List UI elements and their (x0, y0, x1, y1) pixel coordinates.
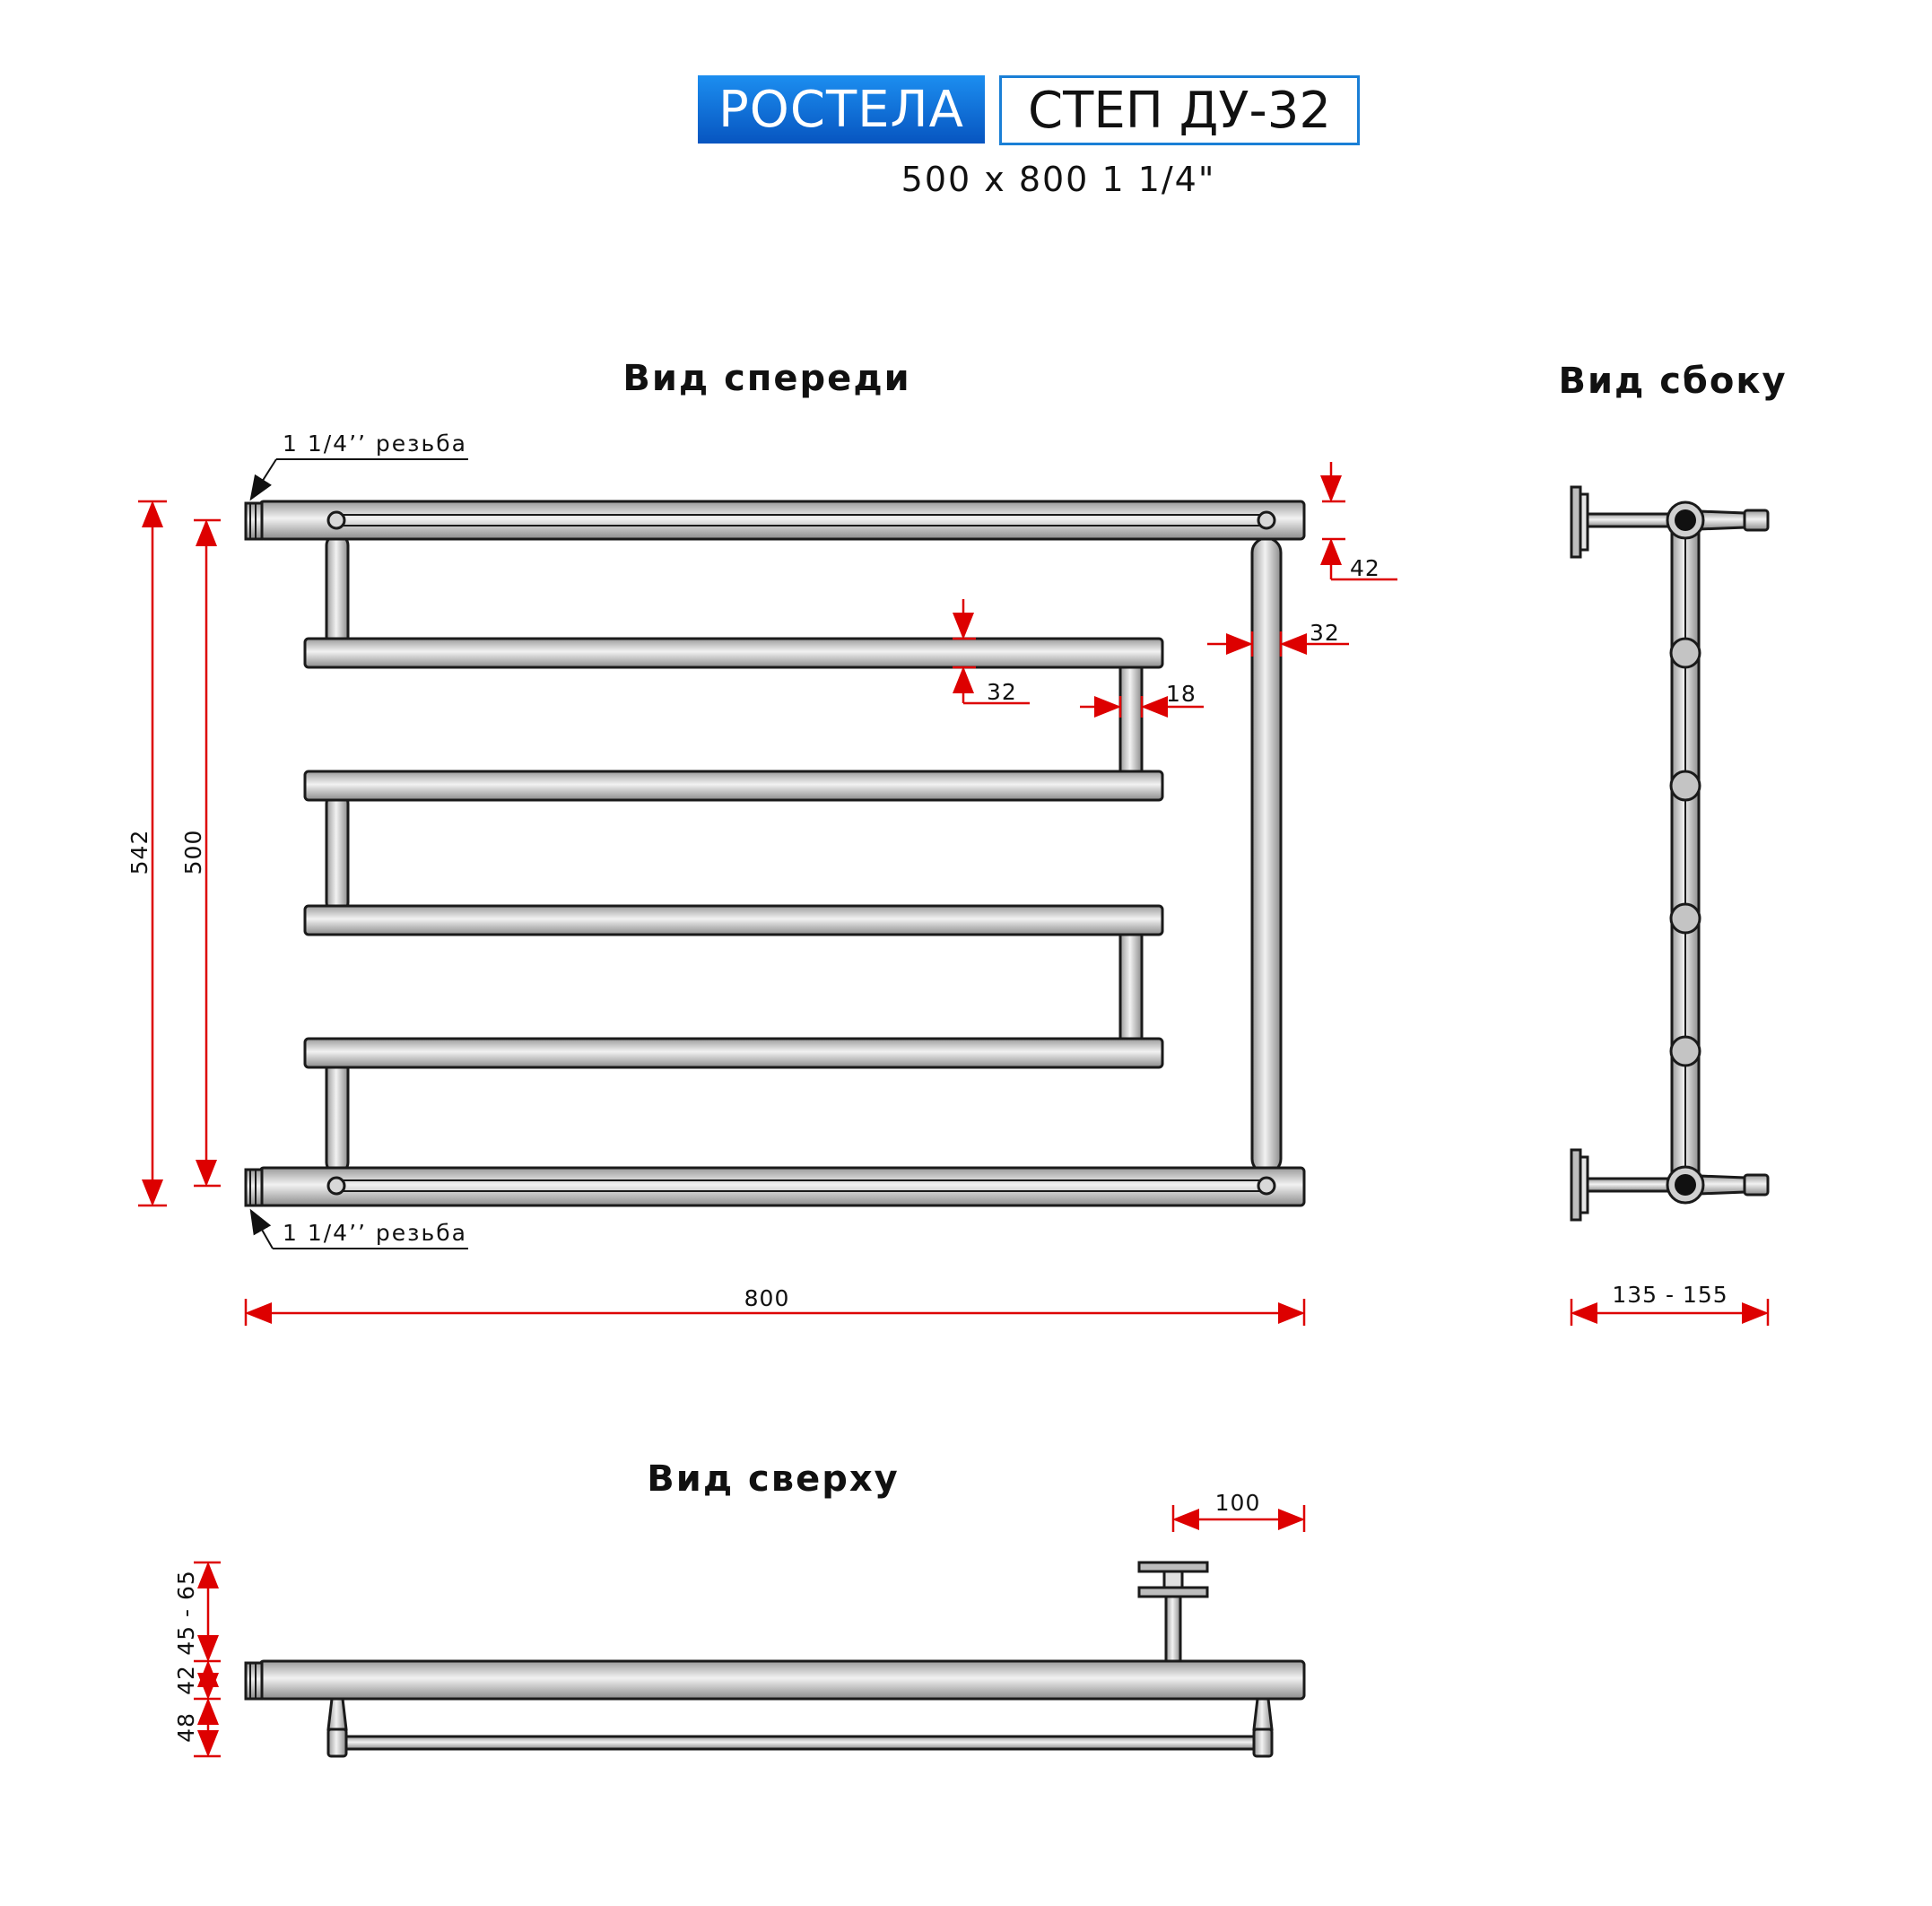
front-dimensions (138, 462, 1397, 1326)
dim-100: 100 (1215, 1490, 1261, 1516)
rung-2 (303, 770, 1164, 802)
thread-callouts: 1 1/4’’ резьба 1 1/4’’ резьба (249, 431, 468, 1249)
bottom-plug-cap (1743, 1173, 1770, 1197)
dim-800: 800 (744, 1285, 790, 1311)
top-view (244, 1561, 1306, 1758)
top-view-title: Вид сверху (647, 1458, 899, 1500)
front-view (244, 500, 1306, 1207)
rung-4 (303, 1037, 1164, 1069)
front-view-title: Вид спереди (622, 358, 910, 399)
side-dimensions (1570, 1299, 1770, 1326)
bridge-2 (1118, 657, 1144, 782)
right-riser (1250, 536, 1283, 1175)
bottom-left-plug (326, 1176, 346, 1196)
top-view-plug-right (1252, 1728, 1274, 1758)
front-dimension-labels: 542 500 800 42 32 32 18 (126, 555, 1380, 1311)
bottom-right-plug (1257, 1176, 1276, 1196)
top-mount-rod (1586, 512, 1675, 528)
dim-542: 542 (126, 830, 152, 875)
model-label: СТЕП ДУ-32 (999, 75, 1360, 145)
bottom-thread (244, 1168, 264, 1207)
top-collector (258, 500, 1306, 541)
top-view-collector (258, 1659, 1306, 1701)
rung-1 (303, 637, 1164, 669)
top-view-dimensions (194, 1505, 1306, 1758)
rung-section-3 (1669, 902, 1701, 935)
bridge-3 (325, 791, 350, 915)
thread-bottom-label: 1 1/4’’ резьба (283, 1220, 467, 1246)
bottom-collector (258, 1166, 1306, 1207)
spec-label: 500 x 800 1 1/4" (901, 160, 1216, 199)
top-view-mount-rod (1164, 1595, 1182, 1663)
top-view-rung (344, 1735, 1256, 1751)
side-view (1570, 485, 1770, 1222)
dim-wall-gap: 45 - 65 (173, 1570, 199, 1656)
top-view-plug-left (326, 1728, 348, 1758)
header: РОСТЕЛА СТЕП ДУ-32 500 x 800 1 1/4" (0, 0, 1932, 215)
top-plug-cap (1743, 509, 1770, 532)
dim-rail: 48 (173, 1712, 199, 1743)
top-right-plug (1257, 510, 1276, 530)
dim-42: 42 (1350, 555, 1380, 581)
rung-section-2 (1669, 770, 1701, 802)
brand-label: РОСТЕЛА (698, 75, 985, 144)
dim-depth: 135 - 155 (1612, 1282, 1727, 1308)
dim-32-rung: 32 (987, 679, 1017, 705)
rung-section-4 (1669, 1035, 1701, 1067)
rung-section-1 (1669, 637, 1701, 669)
dim-32-riser: 32 (1310, 620, 1340, 646)
side-view-title: Вид сбоку (1558, 361, 1787, 402)
bridge-4 (1118, 924, 1144, 1049)
dim-500: 500 (180, 830, 206, 875)
top-left-plug (326, 510, 346, 530)
rung-3 (303, 904, 1164, 936)
dim-pipe: 42 (173, 1665, 199, 1695)
top-view-dimension-labels: 100 45 - 65 42 48 (173, 1490, 1261, 1743)
thread-top-label: 1 1/4’’ резьба (283, 431, 467, 457)
top-thread (244, 501, 264, 541)
bridge-5 (325, 1057, 350, 1175)
bottom-mount-rod (1586, 1177, 1675, 1193)
bridge-1 (325, 533, 350, 649)
dim-18: 18 (1166, 681, 1197, 707)
